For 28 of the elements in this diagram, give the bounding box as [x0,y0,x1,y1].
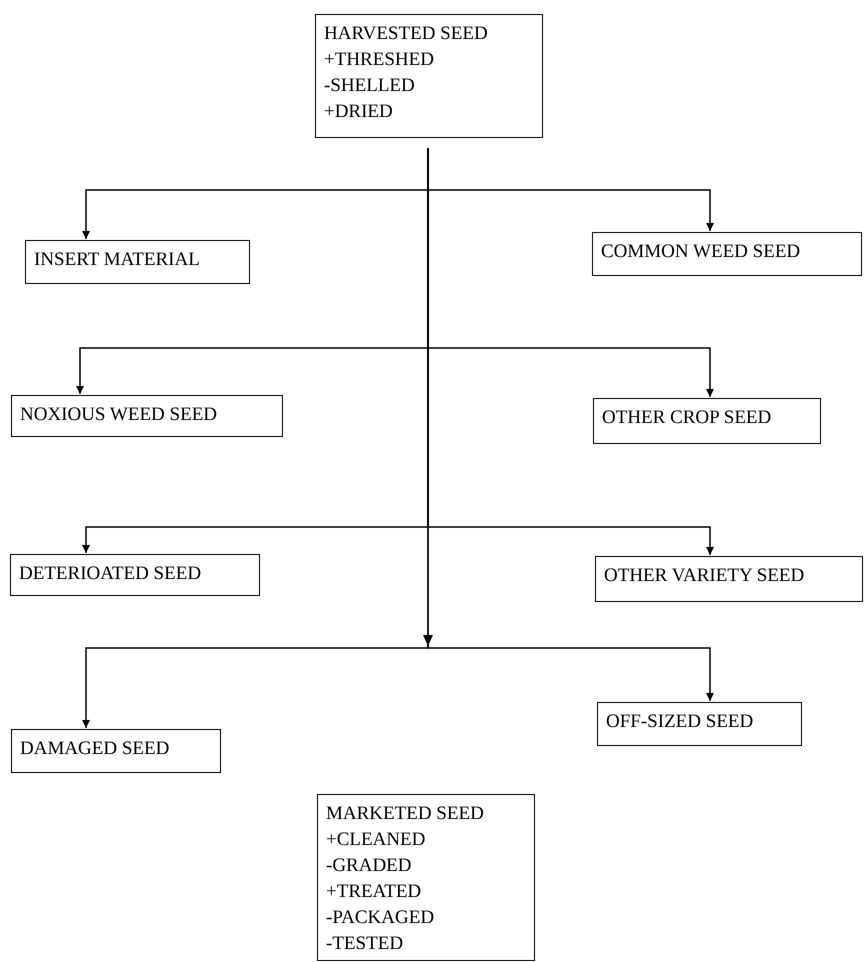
process-box [597,702,802,746]
process-box [595,556,863,602]
process-box [317,794,535,961]
box-text: DAMAGED SEED [20,737,170,761]
box-heading: HARVESTED SEED [324,22,489,46]
box-text: -GRADED [326,854,412,878]
box-text: +CLEANED [326,828,426,852]
process-box [315,14,543,138]
box-text: DETERIOATED SEED [19,562,202,586]
process-box [25,240,250,284]
process-box [592,232,862,276]
box-text: -SHELLED [324,74,416,98]
box-text: +THRESHED [324,48,435,72]
box-text: -TESTED [326,932,404,956]
process-box [10,554,260,596]
process-box [593,398,821,444]
box-text: +DRIED [324,100,394,124]
box-text: +TREATED [326,880,422,904]
box-text: INSERT MATERIAL [34,248,201,272]
process-box [11,395,283,437]
box-text: OTHER CROP SEED [602,406,772,430]
box-heading: MARKETED SEED [326,802,485,826]
process-box [11,729,221,773]
box-text: COMMON WEED SEED [601,240,802,264]
box-text: OFF-SIZED SEED [606,710,754,734]
box-text: OTHER VARIETY SEED [604,564,806,588]
box-text: -PACKAGED [326,906,436,930]
box-text: NOXIOUS WEED SEED [20,403,218,427]
